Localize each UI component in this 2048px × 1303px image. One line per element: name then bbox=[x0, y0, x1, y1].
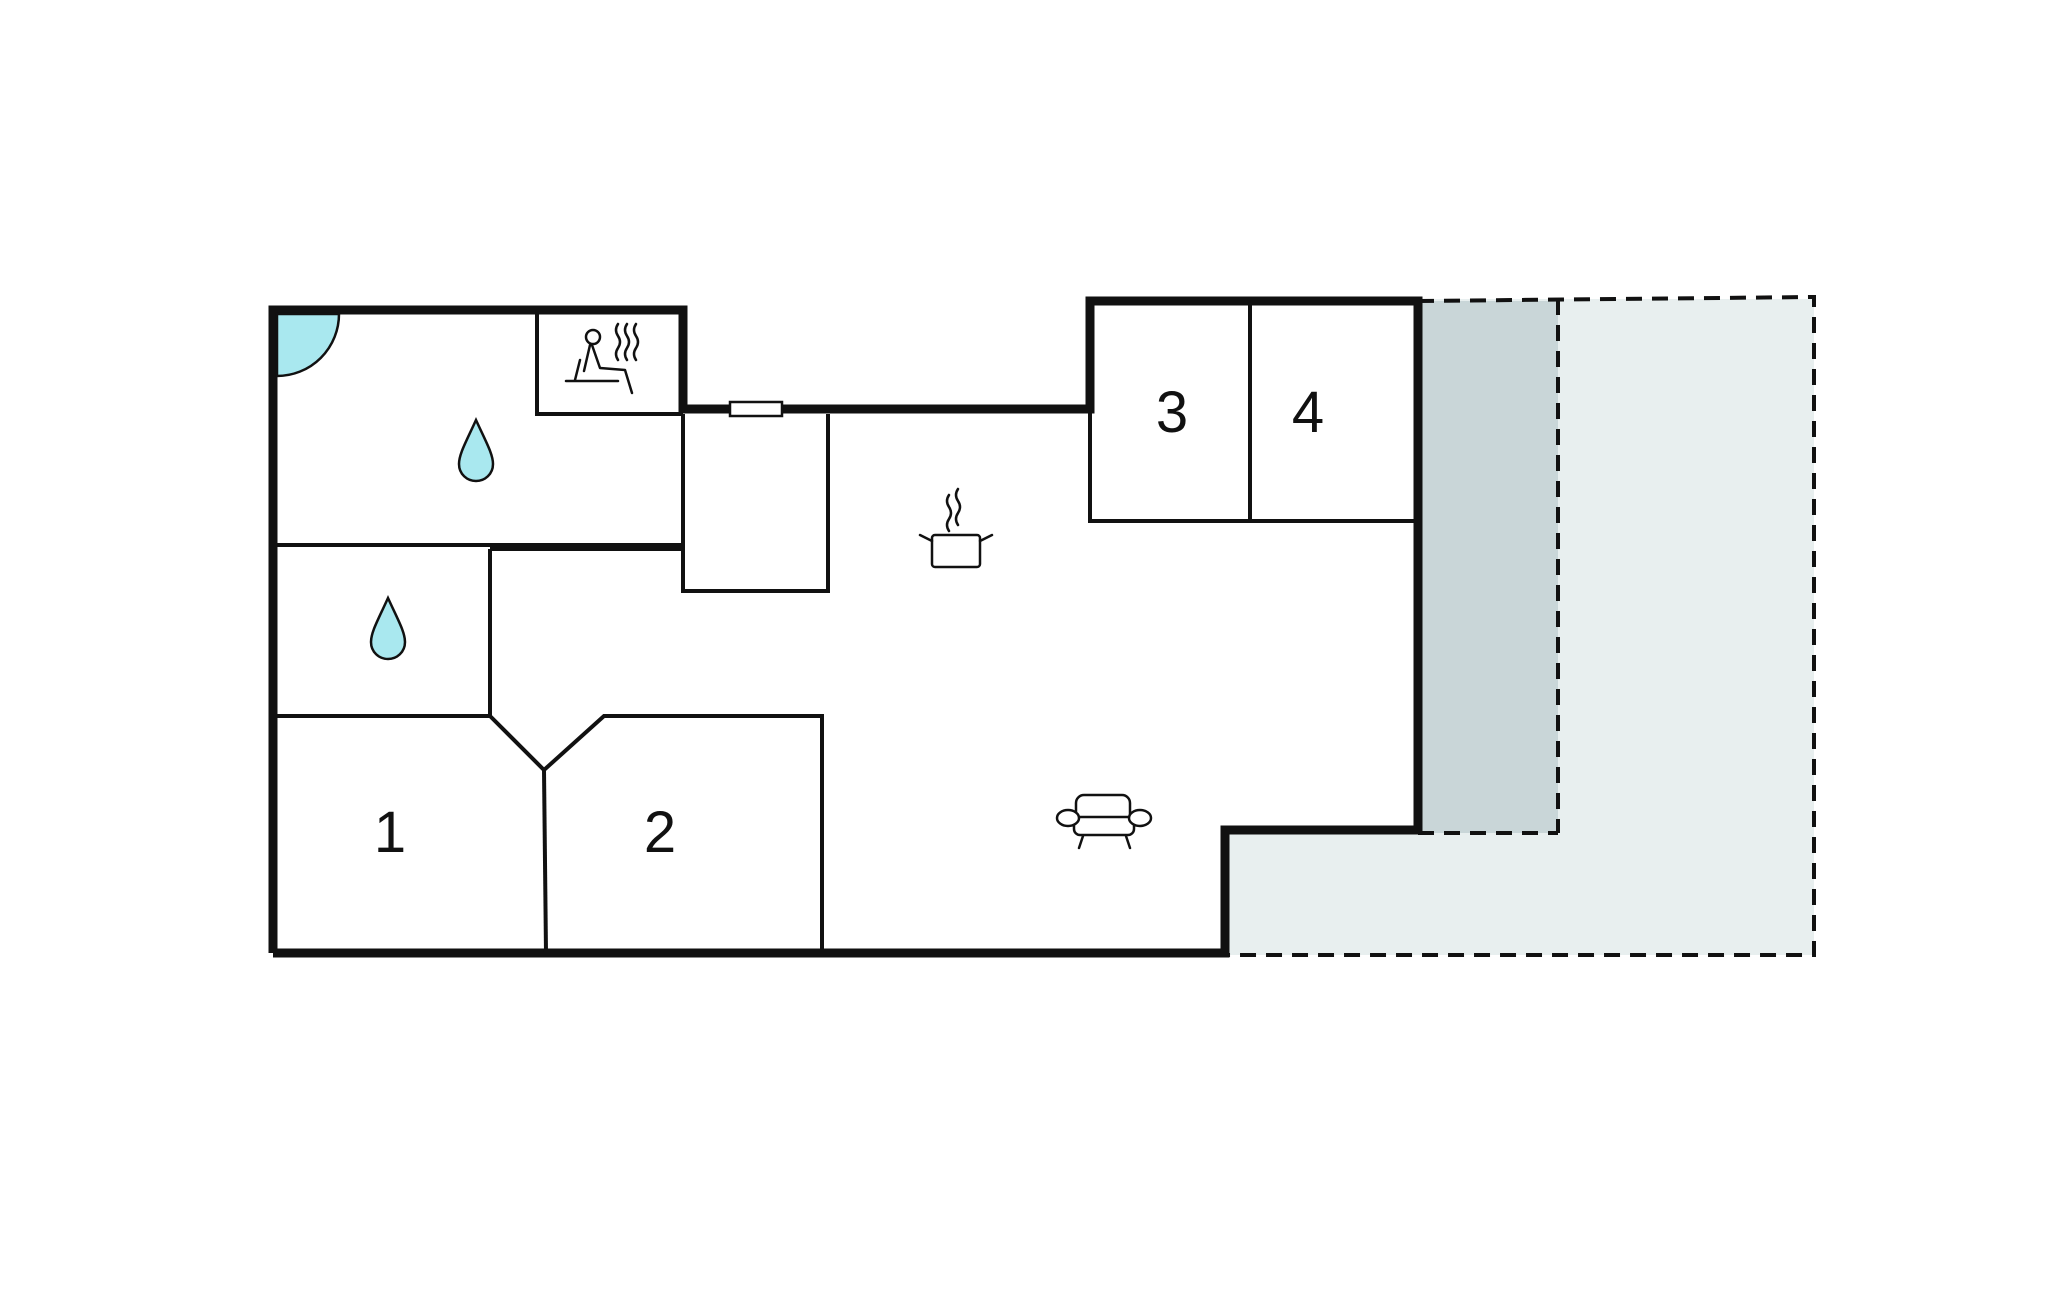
cooking-pot-icon bbox=[918, 487, 994, 569]
exterior-walls bbox=[268, 296, 1423, 958]
sauna-person-icon bbox=[564, 322, 640, 395]
water-drop-icon bbox=[369, 594, 407, 661]
room-number-4: 4 bbox=[1292, 380, 1324, 445]
window bbox=[728, 400, 784, 418]
interior-walls bbox=[275, 305, 1414, 954]
terrace-covered bbox=[1418, 301, 1558, 833]
room-number-1: 1 bbox=[374, 800, 406, 865]
room-number-2: 2 bbox=[644, 800, 676, 865]
room-number-3: 3 bbox=[1156, 380, 1188, 445]
door-swing-icon bbox=[275, 312, 341, 378]
terrace-outline bbox=[1227, 294, 1816, 957]
water-drop-icon bbox=[457, 416, 495, 483]
entrance-door bbox=[275, 312, 341, 378]
sofa-icon bbox=[1055, 793, 1153, 850]
